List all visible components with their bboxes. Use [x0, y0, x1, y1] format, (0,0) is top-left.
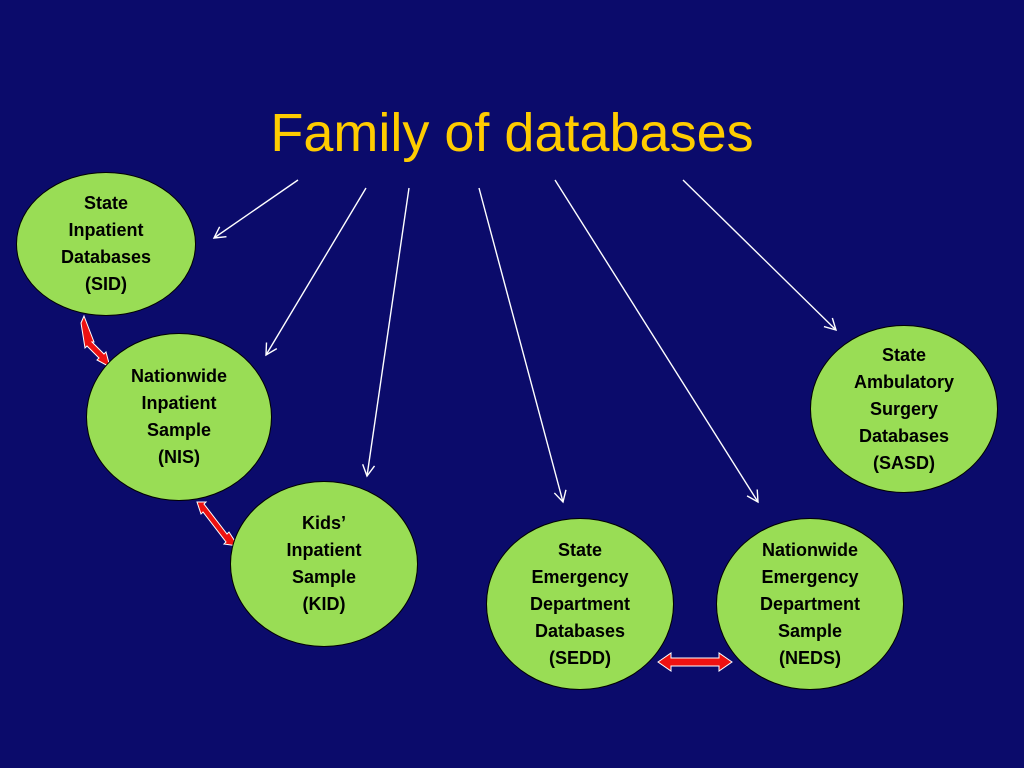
node-sid: State Inpatient Databases (SID) [16, 172, 196, 316]
node-sasd-line: Ambulatory [853, 371, 954, 392]
double-arrow-sid-nis [80, 314, 111, 368]
node-kid-line: Inpatient [286, 540, 362, 560]
node-sedd-line: Department [529, 593, 631, 614]
node-kid-line: Kids’ [301, 513, 346, 533]
double-arrow-nis-kid [196, 501, 240, 547]
node-neds: Nationwide Emergency Department Sample (… [716, 518, 904, 690]
arrow-to-sasd [682, 179, 838, 332]
node-neds-line: Department [759, 593, 861, 614]
node-nis-line: (NIS) [158, 447, 200, 467]
node-sid-line: State [83, 193, 128, 213]
node-sedd-line: State [557, 539, 602, 560]
node-sasd-line: State [881, 344, 926, 365]
node-neds-line: Nationwide [761, 539, 858, 560]
node-kid-line: (KID) [302, 594, 346, 614]
node-kid-line: Sample [291, 567, 357, 587]
node-nis-line: Inpatient [141, 393, 217, 413]
arrow-to-kid [361, 187, 410, 478]
node-sedd: State Emergency Department Databases (SE… [486, 518, 674, 690]
node-nis: Nationwide Inpatient Sample (NIS) [86, 333, 272, 501]
double-arrow-sedd-neds [657, 652, 733, 672]
node-kid: Kids’ Inpatient Sample (KID) [230, 481, 418, 647]
node-sid-line: (SID) [85, 274, 127, 294]
arrow-to-nis [265, 187, 367, 357]
node-sedd-line: Databases [534, 620, 626, 641]
node-sid-line: Databases [60, 247, 152, 267]
node-neds-line: (NEDS) [779, 647, 841, 668]
arrow-to-neds [554, 179, 759, 504]
node-neds-line: Emergency [761, 566, 859, 587]
node-sasd-line: Databases [858, 425, 950, 446]
node-sasd: State Ambulatory Surgery Databases (SASD… [810, 325, 998, 493]
node-sasd-line: Surgery [869, 398, 939, 419]
node-sasd-line: (SASD) [873, 452, 935, 473]
slide-title: Family of databases [270, 103, 754, 163]
node-neds-line: Sample [777, 620, 843, 641]
arrow-to-sid [212, 179, 299, 239]
node-nis-line: Nationwide [130, 366, 227, 386]
node-sedd-line: (SEDD) [549, 647, 611, 668]
node-sedd-line: Emergency [531, 566, 629, 587]
node-nis-line: Sample [146, 420, 212, 440]
arrow-to-sedd [478, 187, 567, 504]
node-sid-line: Inpatient [68, 220, 144, 240]
